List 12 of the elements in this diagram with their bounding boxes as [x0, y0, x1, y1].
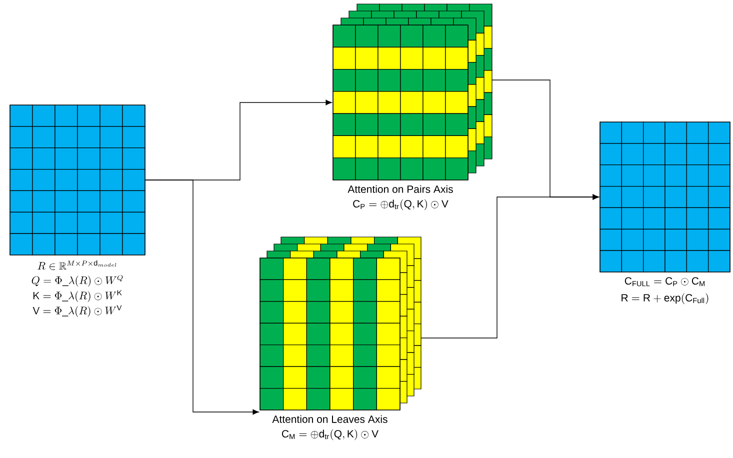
arrow: [420, 194, 599, 338]
formula: $\mathrm{C_{M}} = \oplus\mathrm{d_{tr}}(\mathrm{Q},\mathrm{K}) \odot \mathrm{V}$: [282, 429, 378, 440]
formula: $\mathsf{V} = \Phi\_\lambda(R) \odot W^{\mathsf{V}}$: [32, 305, 122, 317]
formula: $\mathsf{K} = \Phi\_\lambda(R) \odot W^{\mathsf{K}}$: [33, 290, 122, 302]
formula: $\mathrm{C_{P}} = \oplus\mathrm{d_{tr}}(\mathrm{Q},\mathrm{K}) \odot \mathrm{V}$: [353, 199, 448, 210]
formula: $\mathrm{C_{FULL}} = \mathrm{C_{P}} \odot \mathrm{C_{M}}$: [624, 277, 705, 286]
formula: $R \in \mathbb{R}^{M\times P\times \mathrm{d}_{model}}$: [38, 260, 116, 270]
caption-text: Attention on Pairs Axis: [348, 185, 453, 193]
arrow: [144, 180, 259, 415]
formula: $\mathrm{R} = \mathrm{R} + \exp(\mathrm{C_{Full}})$: [622, 293, 708, 304]
caption-text: Attention on Leaves Axis: [272, 415, 388, 423]
formula: $Q = \Phi\_\lambda(R) \odot W^{Q}$: [32, 275, 123, 287]
